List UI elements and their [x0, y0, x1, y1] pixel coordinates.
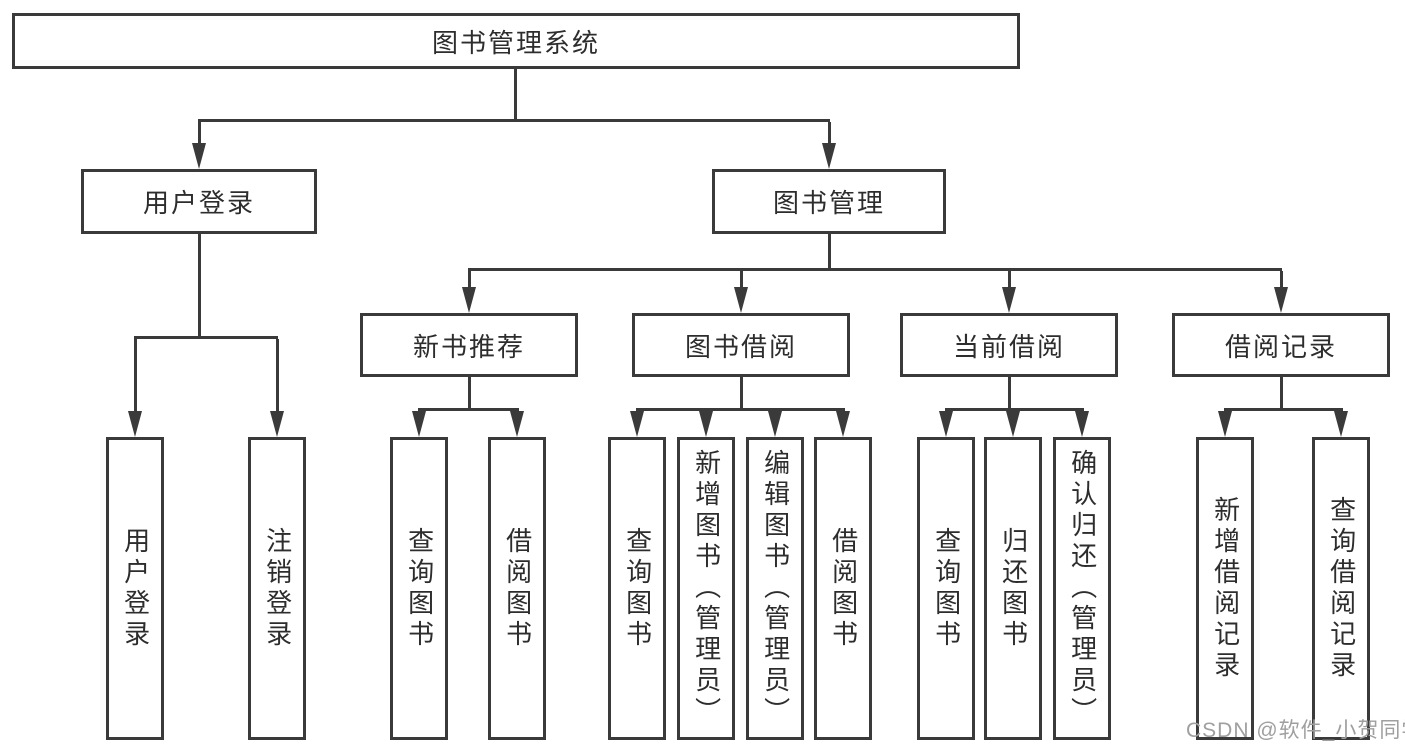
connector-line [828, 234, 831, 271]
leaf-return-books-label: 归还图书 [998, 526, 1029, 651]
arrow-down-icon [1006, 411, 1020, 437]
leaf-query-books-3: 查询图书 [917, 437, 975, 740]
leaf-query-borrow-record-label: 查询借阅记录 [1326, 495, 1357, 682]
leaf-borrow-books-1: 借阅图书 [488, 437, 546, 740]
arrow-down-icon [270, 411, 284, 437]
leaf-borrow-books-1-label: 借阅图书 [502, 526, 533, 651]
arrow-down-icon [836, 411, 850, 437]
leaf-user-login: 用户登录 [106, 437, 164, 740]
node-root: 图书管理系统 [12, 13, 1020, 69]
leaf-confirm-return-admin: 确认归还（管理员） [1053, 437, 1111, 740]
connector-line [1280, 271, 1283, 289]
arrow-down-icon [939, 411, 953, 437]
leaf-borrow-books-2: 借阅图书 [814, 437, 872, 740]
leaf-user-login-label: 用户登录 [120, 526, 151, 651]
leaf-add-borrow-record-label: 新增借阅记录 [1210, 495, 1241, 682]
connector-line [636, 408, 845, 411]
connector-line [468, 377, 471, 411]
node-book-borrow: 图书借阅 [632, 313, 850, 377]
leaf-query-books-3-label: 查询图书 [931, 526, 962, 651]
arrow-down-icon [699, 411, 713, 437]
leaf-confirm-return-admin-label: 确认归还（管理员） [1067, 449, 1098, 728]
arrow-down-icon [510, 411, 524, 437]
connector-line [1224, 408, 1343, 411]
leaf-query-borrow-record: 查询借阅记录 [1312, 437, 1370, 740]
arrow-down-icon [1274, 287, 1288, 313]
arrow-down-icon [630, 411, 644, 437]
leaf-borrow-books-2-label: 借阅图书 [828, 526, 859, 651]
leaf-return-books: 归还图书 [984, 437, 1042, 740]
node-current-borrow: 当前借阅 [900, 313, 1118, 377]
node-borrow-records: 借阅记录 [1172, 313, 1390, 377]
node-borrow-records-label: 借阅记录 [1224, 331, 1337, 362]
connector-line [1008, 377, 1011, 411]
connector-line [468, 271, 471, 289]
leaf-add-books-admin-label: 新增图书（管理员） [691, 449, 722, 728]
connector-line [468, 268, 1282, 271]
node-new-book-recommend-label: 新书推荐 [412, 331, 525, 362]
connector-line [198, 119, 830, 122]
connector-line [1008, 271, 1011, 289]
leaf-logout: 注销登录 [248, 437, 306, 740]
connector-line [945, 408, 1084, 411]
leaf-query-books-2: 查询图书 [608, 437, 666, 740]
connector-line [198, 234, 201, 339]
arrow-down-icon [1002, 287, 1016, 313]
arrow-down-icon [1218, 411, 1232, 437]
node-current-borrow-label: 当前借阅 [952, 331, 1065, 362]
leaf-query-books-1: 查询图书 [390, 437, 448, 740]
connector-line [740, 377, 743, 411]
arrow-down-icon [192, 143, 206, 169]
leaf-query-books-2-label: 查询图书 [622, 526, 653, 651]
connector-line [276, 339, 279, 413]
arrow-down-icon [822, 143, 836, 169]
connector-line [134, 339, 137, 413]
node-book-management-label: 图书管理 [772, 188, 885, 218]
connector-line [740, 271, 743, 289]
node-book-borrow-label: 图书借阅 [684, 331, 797, 362]
arrow-down-icon [1334, 411, 1348, 437]
leaf-add-books-admin: 新增图书（管理员） [677, 437, 735, 740]
watermark: CSDN @软件_小贺同学 [1186, 719, 1405, 742]
arrow-down-icon [768, 411, 782, 437]
arrow-down-icon [1075, 411, 1089, 437]
connector-line [134, 336, 278, 339]
arrow-down-icon [128, 411, 142, 437]
leaf-query-books-1-label: 查询图书 [404, 526, 435, 651]
node-user-login: 用户登录 [81, 169, 317, 234]
connector-line [1280, 377, 1283, 411]
arrow-down-icon [412, 411, 426, 437]
arrow-down-icon [734, 287, 748, 313]
leaf-logout-label: 注销登录 [262, 526, 293, 651]
connector-line [828, 122, 831, 146]
leaf-edit-books-admin-label: 编辑图书（管理员） [760, 449, 791, 728]
connector-line [418, 408, 519, 411]
connector-line [198, 122, 201, 146]
node-new-book-recommend: 新书推荐 [360, 313, 578, 377]
node-user-login-label: 用户登录 [142, 188, 255, 218]
node-book-management: 图书管理 [712, 169, 946, 234]
leaf-edit-books-admin: 编辑图书（管理员） [746, 437, 804, 740]
leaf-add-borrow-record: 新增借阅记录 [1196, 437, 1254, 740]
node-root-label: 图书管理系统 [431, 27, 600, 58]
connector-line [514, 69, 517, 120]
arrow-down-icon [462, 287, 476, 313]
